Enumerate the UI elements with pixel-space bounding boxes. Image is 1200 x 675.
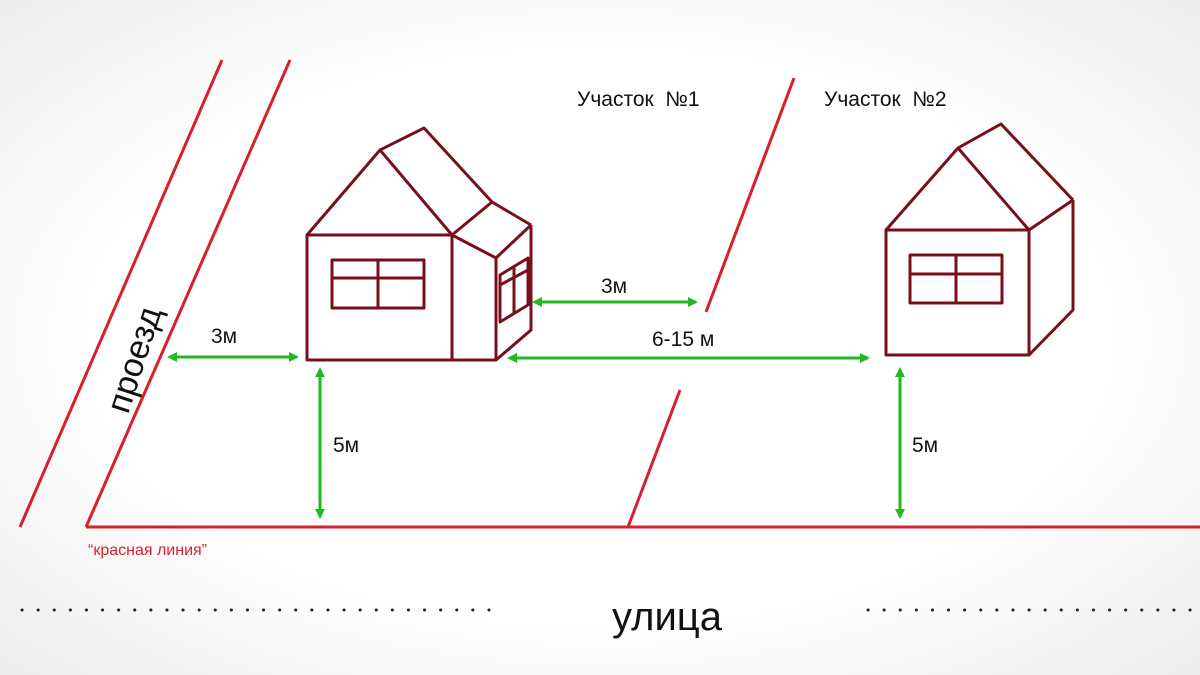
passage-edge-outer: [18, 59, 224, 528]
house-1: [305, 126, 533, 362]
house-2-roof-edge: [1028, 198, 1074, 232]
house-1-roof-ridge: [379, 126, 532, 227]
house-1-extension-roof: [451, 223, 533, 260]
plot-1-label: Участок №1: [577, 88, 700, 111]
plot-boundary-lower: [626, 389, 682, 528]
passage-edge-inner: [84, 59, 292, 528]
dim-between-houses-label: 6-15 м: [652, 328, 714, 351]
house-1-side-window-transom: [499, 268, 529, 287]
house-2: [884, 122, 1075, 357]
red-line-label: “красная линия”: [88, 542, 207, 559]
dim-house2-front-label: 5м: [912, 434, 938, 457]
house-2-roof-ridge: [957, 122, 1075, 202]
dim-left-gap-label: 3м: [211, 325, 237, 348]
house-2-gable: [884, 146, 1031, 231]
house-2-front-wall: [884, 228, 1031, 357]
street-label: улица: [612, 595, 723, 639]
dim-boundary-gap-label: 3м: [601, 275, 627, 298]
house-1-side-wall: [450, 225, 533, 362]
house-1-roof-edge: [451, 200, 493, 237]
dim-house1-front-label: 5м: [333, 434, 359, 457]
house-1-gable: [305, 148, 454, 236]
house-1-side-window: [498, 256, 530, 324]
plot-2-label: Участок №2: [824, 88, 947, 111]
house-2-side-wall: [1027, 200, 1075, 357]
plot-boundary-upper: [704, 77, 796, 313]
